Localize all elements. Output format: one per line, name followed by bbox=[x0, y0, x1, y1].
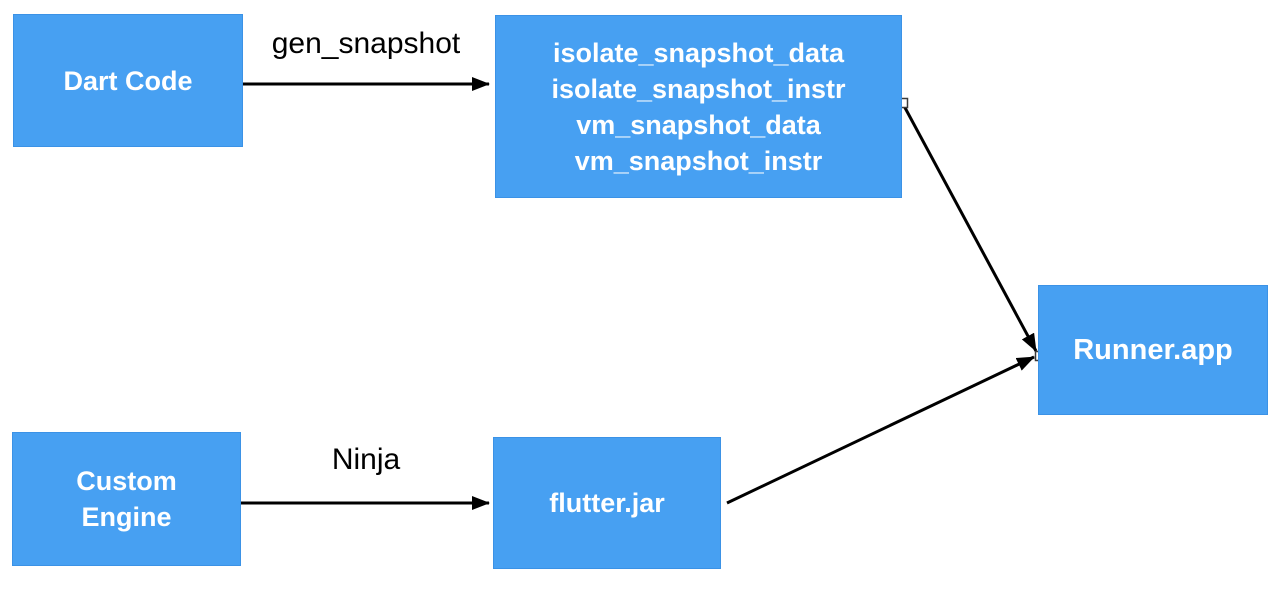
snapshot-file-line: isolate_snapshot_data bbox=[552, 37, 845, 68]
edge-flutter-jar-to-runner-app[interactable] bbox=[726, 355, 1035, 505]
edge-label-ninja[interactable]: Ninja bbox=[331, 443, 401, 476]
node-flutter-jar[interactable]: flutter.jar bbox=[493, 437, 721, 569]
node-runner-app-label: Runner.app bbox=[1073, 334, 1233, 366]
edge-label-gen-snapshot[interactable]: gen_snapshot bbox=[271, 27, 461, 60]
node-custom-engine-label: Custom Engine bbox=[76, 466, 177, 532]
node-dart-code-label: Dart Code bbox=[63, 65, 193, 96]
snapshot-file-line: vm_snapshot_data bbox=[576, 109, 821, 140]
snapshot-file-line: isolate_snapshot_instr bbox=[551, 73, 846, 104]
node-custom-engine[interactable]: Custom Engine bbox=[12, 432, 241, 566]
node-runner-app[interactable]: Runner.app bbox=[1038, 285, 1268, 415]
snapshot-file-line: vm_snapshot_instr bbox=[574, 145, 823, 176]
node-snapshot-files[interactable]: isolate_snapshot_data isolate_snapshot_i… bbox=[495, 15, 902, 198]
node-flutter-jar-label: flutter.jar bbox=[549, 488, 665, 518]
node-dart-code[interactable]: Dart Code bbox=[13, 14, 243, 147]
edge-snapshots-to-runner-app[interactable] bbox=[901, 103, 1038, 352]
